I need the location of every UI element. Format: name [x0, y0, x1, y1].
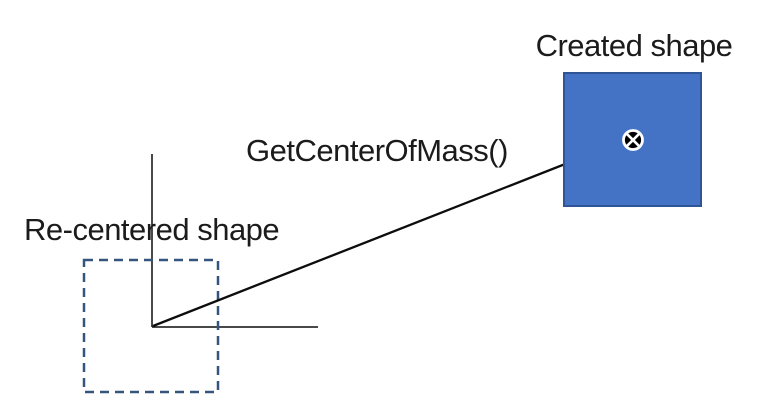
- arrow-line: [152, 142, 618, 328]
- center-of-mass-icon: [622, 129, 644, 151]
- center-of-mass-cross-stroke: [625, 132, 641, 148]
- recentered-shape-label: Re-centered shape: [24, 212, 280, 247]
- recentered-shape-outline: [82, 258, 220, 394]
- created-shape-label: Created shape: [535, 28, 733, 63]
- get-center-of-mass-label: GetCenterOfMass(): [246, 133, 508, 168]
